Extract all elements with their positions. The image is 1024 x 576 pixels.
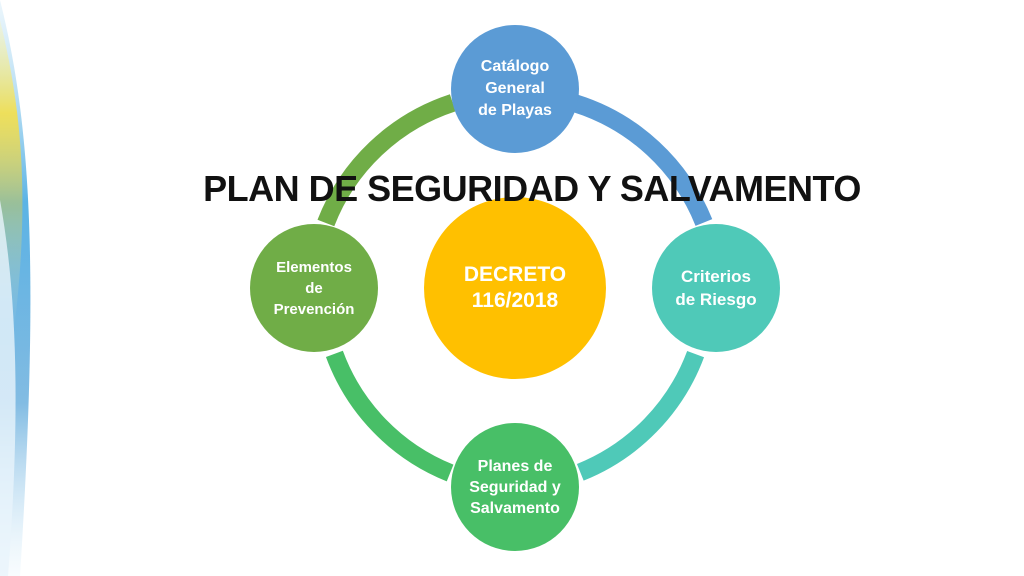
center-node: DECRETO 116/2018 [424,197,606,379]
node-bottom: Planes de Seguridad y Salvamento [451,423,579,551]
node-right-label: Criterios de Riesgo [675,267,757,309]
ring-arc-bottom-left [325,350,454,482]
center-node-label: DECRETO 116/2018 [463,263,567,312]
node-right: Criterios de Riesgo [652,224,780,352]
node-top-label: Catálogo General de Playas [478,58,552,119]
ring-arc-top-left [317,94,456,227]
ring-arc-bottom-right [576,350,705,481]
ring-arc-top-right [572,94,713,226]
node-left: Elementos de Prevención [250,224,378,352]
node-left-label: Elementos de Prevención [273,258,355,318]
slide-title: PLAN DE SEGURIDAD Y SALVAMENTO [203,168,861,209]
node-top: Catálogo General de Playas [451,25,579,153]
decorative-side-swoosh [0,0,31,576]
node-bottom-label: Planes de Seguridad y Salvamento [469,457,561,517]
